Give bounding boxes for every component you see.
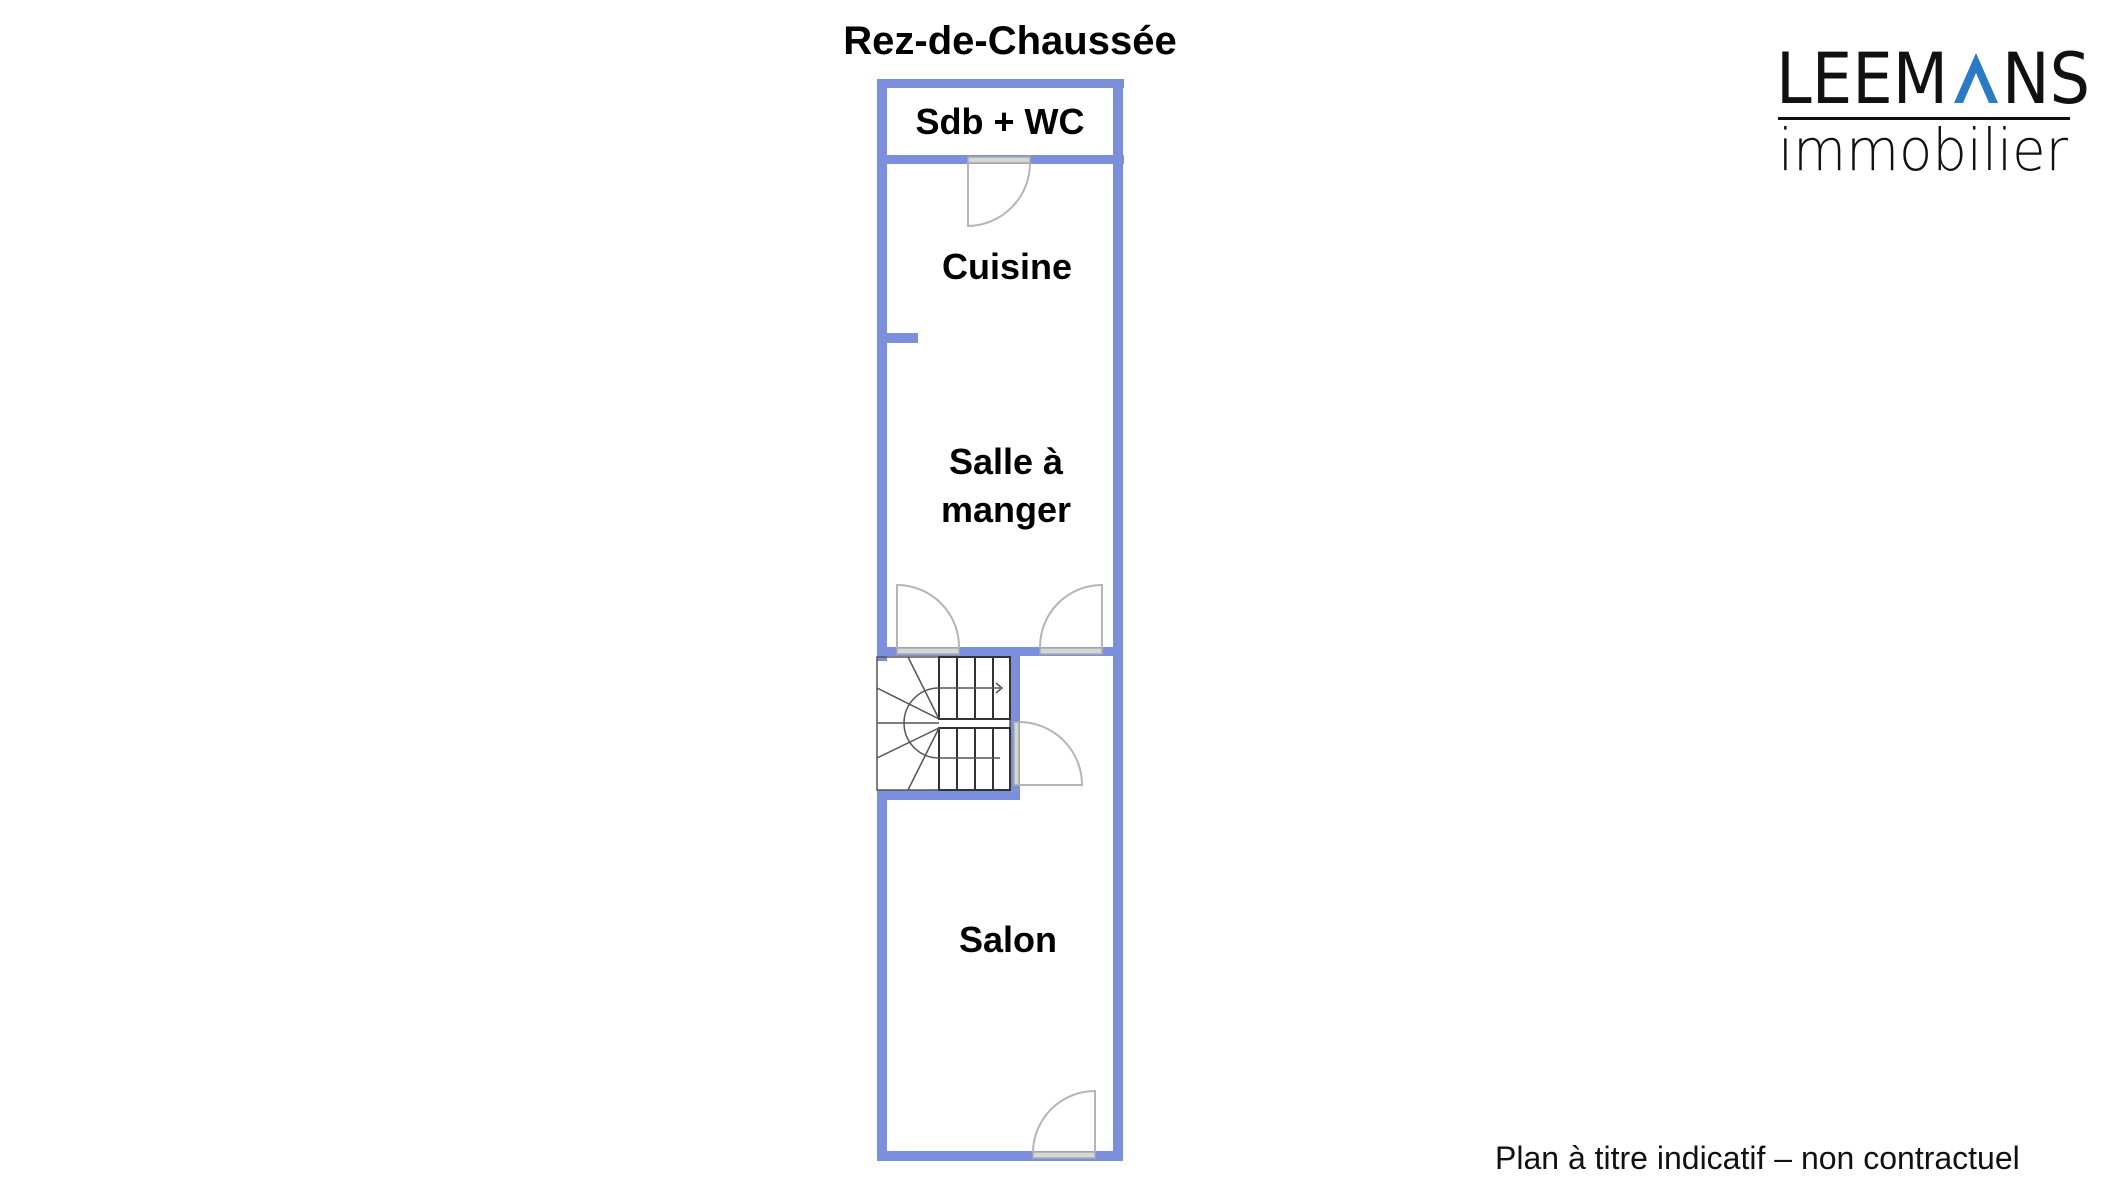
- room-label-sdb-wc: Sdb + WC: [916, 101, 1085, 142]
- door-sdb: [967, 156, 1031, 228]
- room-label-salle-line1: Salle à: [949, 441, 1064, 482]
- wall-stub: [877, 333, 918, 343]
- room-label-salle-line2: manger: [941, 489, 1071, 530]
- wall-left-lower: [877, 790, 887, 1161]
- room-label-salon: Salon: [959, 919, 1057, 960]
- wall-stair-bottom: [877, 790, 1020, 800]
- wall-top: [877, 79, 1124, 88]
- wall-left-upper: [877, 79, 887, 661]
- room-label-cuisine: Cuisine: [942, 246, 1072, 287]
- wall-mid: [877, 647, 1123, 656]
- walls: [877, 79, 1124, 1161]
- door-salle-right: [1038, 583, 1103, 655]
- staircase: [876, 656, 1011, 791]
- floor-title: Rez-de-Chaussée: [843, 19, 1176, 63]
- svg-text:NS: NS: [2002, 40, 2090, 120]
- svg-text:LEEM: LEEM: [1776, 40, 1948, 120]
- door-hall: [1013, 721, 1084, 786]
- logo-sub: immobilier: [1778, 116, 2068, 180]
- wall-bottom: [877, 1151, 1123, 1161]
- wall-right: [1113, 79, 1123, 1161]
- logo-chevron-icon: [1954, 53, 1998, 103]
- leemans-logo: LEEM NS immobilier: [1776, 40, 2090, 180]
- door-salle-left: [896, 583, 961, 655]
- door-entrance: [1032, 1089, 1096, 1159]
- disclaimer: Plan à titre indicatif – non contractuel: [1495, 1140, 2020, 1176]
